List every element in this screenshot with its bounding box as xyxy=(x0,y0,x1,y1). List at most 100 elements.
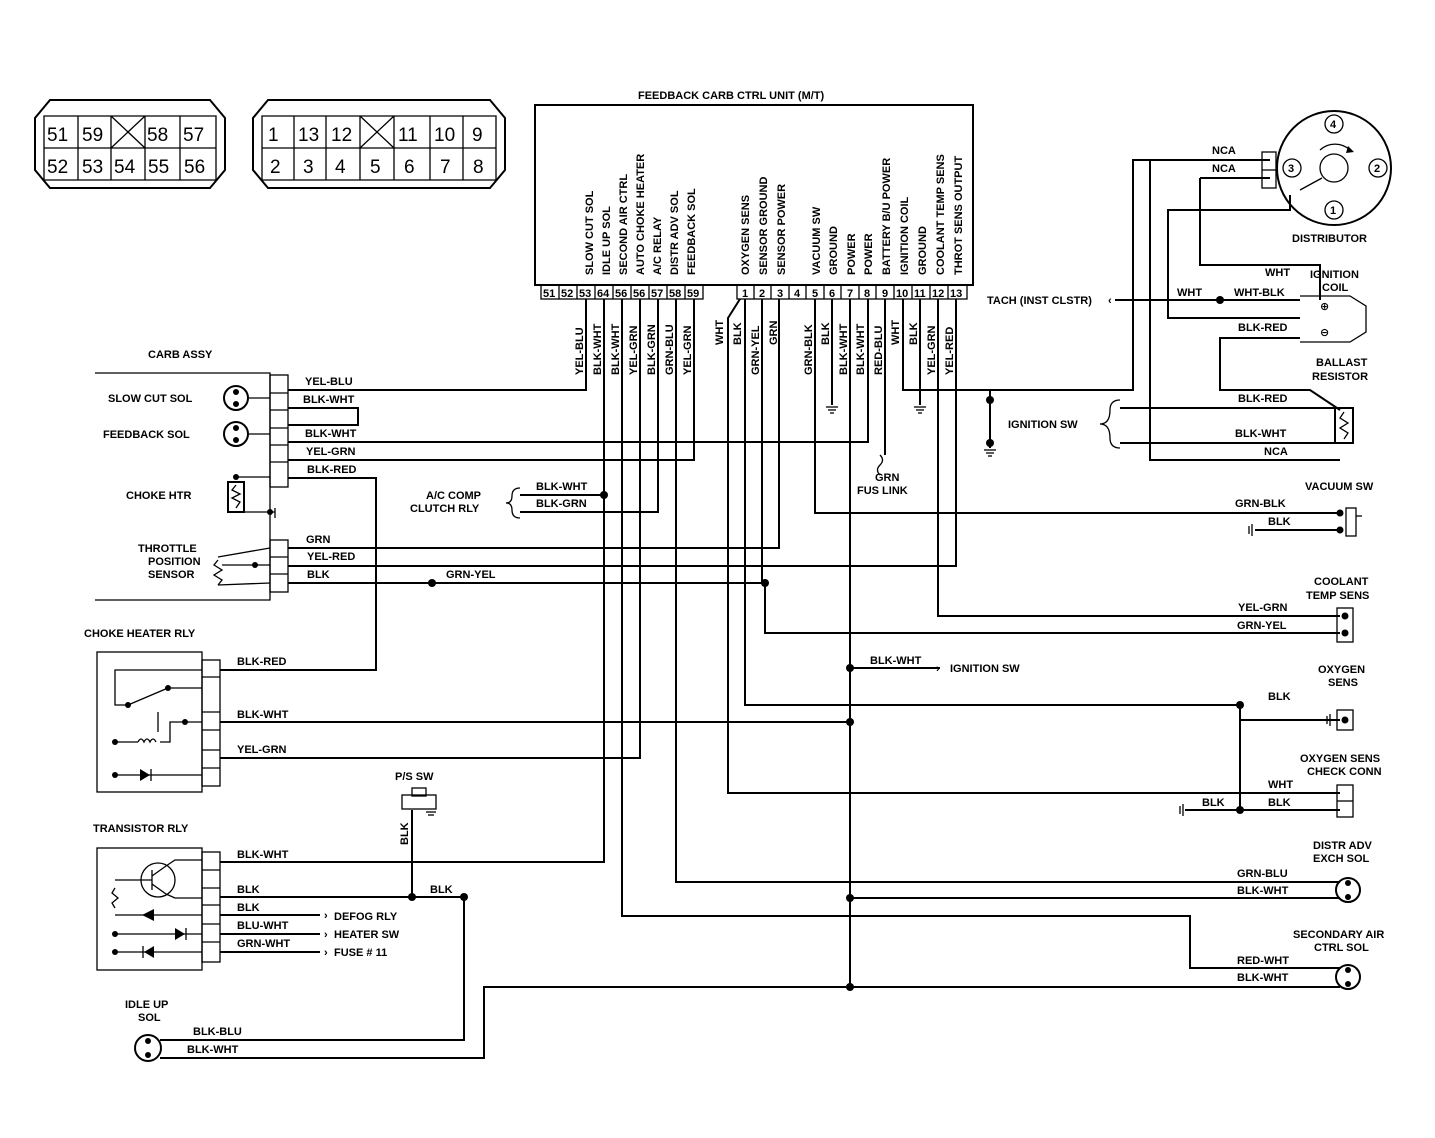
carb-title: CARB ASSY xyxy=(148,349,213,361)
fus-link: GRN FUS LINK xyxy=(857,454,908,497)
ecu-pin: 4 xyxy=(794,288,801,300)
position-label: POSITION xyxy=(148,556,201,568)
ecu-func-label: GROUND xyxy=(828,226,840,275)
conn-b-pin: 12 xyxy=(331,125,352,146)
ecu-pin: 7 xyxy=(847,288,853,300)
ballast-title: BALLAST xyxy=(1316,357,1368,369)
vacuum-sw: VACUUM SW GRN-BLK BLK xyxy=(1235,481,1374,537)
conn-b-pin: 2 xyxy=(270,157,281,178)
ecu-func-label: VACUUM SW xyxy=(811,206,823,275)
ign-coil-title: IGNITION xyxy=(1310,269,1359,281)
conn-b-pin: 13 xyxy=(298,125,319,146)
coolant-title: TEMP SENS xyxy=(1306,590,1369,602)
ecu-pin: 52 xyxy=(561,288,573,300)
ecu-pin: 58 xyxy=(669,288,681,300)
wire-label: GRN-YEL xyxy=(750,325,762,375)
oxygen-check-title: OXYGEN SENS xyxy=(1300,753,1380,765)
wire-label: BLK xyxy=(908,322,920,345)
wire-label: BLK xyxy=(1268,797,1291,809)
wire-label: GRN xyxy=(768,321,780,346)
arrow-icon: › xyxy=(324,929,328,941)
conn-b-pin: 10 xyxy=(434,125,455,146)
wire-label: WHT xyxy=(1268,779,1293,791)
wire-label: GRN-BLU xyxy=(1237,868,1288,880)
feedback-carb-ctrl-unit: FEEDBACK CARB CTRL UNIT (M/T) 51 52 53 6… xyxy=(534,90,974,300)
wire-label: WHT-BLK xyxy=(1234,287,1285,299)
wire-label: BLK xyxy=(1268,691,1291,703)
wire-label: BLK xyxy=(430,884,453,896)
wire-label: YEL-RED xyxy=(944,327,956,375)
secondary-air-title: SECONDARY AIR xyxy=(1293,929,1384,941)
arrow-icon: ‹ xyxy=(1108,295,1112,307)
wire-label: BLK-RED xyxy=(237,656,287,668)
conn-a-pin: 51 xyxy=(47,125,68,146)
wire-label: BLK-WHT xyxy=(536,481,588,493)
oxygen-check-title: CHECK CONN xyxy=(1307,766,1382,778)
ballast-resistor: BALLAST RESISTOR BLK-RED BLK-WHT NCA xyxy=(1235,357,1368,458)
sensor-label: SENSOR xyxy=(148,569,195,581)
wire-label: WHT xyxy=(890,320,902,345)
wire-label: BLK xyxy=(237,884,260,896)
secondary-air-title: CTRL SOL xyxy=(1314,942,1369,954)
idle-up-sol: IDLE UP SOL BLK-BLU BLK-WHT xyxy=(125,999,242,1062)
wiring-lines xyxy=(160,159,1341,1059)
idle-up-title: IDLE UP xyxy=(125,999,168,1011)
conn-a-pin: 55 xyxy=(148,157,169,178)
ecu-func-label: OXYGEN SENS xyxy=(740,195,752,275)
wire-label: GRN-YEL xyxy=(446,569,496,581)
conn-b-pin: 9 xyxy=(472,125,483,146)
ecu-pin: 11 xyxy=(914,288,926,300)
conn-b-pin: 7 xyxy=(440,157,451,178)
wire-label: BLK xyxy=(237,902,260,914)
tach-label: TACH (INST CLSTR) xyxy=(987,295,1092,307)
wire-label: GRN-BLK xyxy=(803,324,815,375)
wire-label: BLK-WHT xyxy=(305,428,357,440)
conn-b-pin: 3 xyxy=(303,157,314,178)
ecu-func-label: POWER xyxy=(846,233,858,275)
wire-label: YEL-GRN xyxy=(1238,602,1288,614)
wire-label: GRN-BLK xyxy=(1235,498,1286,510)
oxygen-title: OXYGEN xyxy=(1318,664,1365,676)
wire-label: BLK xyxy=(820,322,832,345)
wire-label: BLK-WHT xyxy=(1237,885,1289,897)
idle-up-title: SOL xyxy=(138,1012,161,1024)
wire-label: WHT xyxy=(1265,267,1290,279)
dist-terminal: 1 xyxy=(1330,205,1336,217)
ecu-func-label: THROT SENS OUTPUT xyxy=(953,156,965,275)
ecu-pin: 2 xyxy=(759,288,765,300)
tach: TACH (INST CLSTR) ‹ xyxy=(987,295,1112,307)
arrow-icon: › xyxy=(324,910,328,922)
ac-label: A/C COMP xyxy=(426,490,481,502)
wire-label: YEL-GRN xyxy=(306,446,356,458)
ignition-sw-2: BLK-WHT › IGNITION SW xyxy=(870,655,1020,675)
transistor-rly: TRANSISTOR RLY BLK-WHT BLK BLK BLU-WHT G… xyxy=(93,823,453,971)
ballast-title: RESISTOR xyxy=(1312,371,1368,383)
wire-label: BLK-WHT xyxy=(610,323,622,375)
distributor: 4 3 2 1 DISTRIBUTOR NCA NCA xyxy=(1212,110,1392,245)
ecu-func-label: IDLE UP SOL xyxy=(601,206,613,275)
ac-label: CLUTCH RLY xyxy=(410,503,480,515)
conn-b-pin: 8 xyxy=(473,157,484,178)
conn-b-pin: 11 xyxy=(398,125,418,146)
distr-adv-title: EXCH SOL xyxy=(1313,853,1370,865)
ignition-sw-label: IGNITION SW xyxy=(1008,419,1078,431)
wire-label: YEL-RED xyxy=(307,551,355,563)
coolant-temp-sens: COOLANT TEMP SENS YEL-GRN GRN-YEL xyxy=(1237,576,1369,643)
ecu-pin: 13 xyxy=(950,288,962,300)
wire-label: BLK xyxy=(399,822,411,845)
wire-label: BLK-WHT xyxy=(870,655,922,667)
wire-label: BLK-RED xyxy=(1238,393,1288,405)
oxygen-sens: OXYGEN SENS BLK xyxy=(1268,664,1365,731)
ps-sw-title: P/S SW xyxy=(395,771,434,783)
conn-a-pin: 58 xyxy=(147,125,168,146)
wire-label: BLK-GRN xyxy=(646,324,658,375)
wire-label: BLK-WHT xyxy=(303,394,355,406)
dist-terminal: 4 xyxy=(1330,119,1337,131)
wire-label: NCA xyxy=(1264,446,1288,458)
fus-link-label: FUS LINK xyxy=(857,485,908,497)
ecu-func-label: GROUND xyxy=(917,226,929,275)
ecu-pin: 9 xyxy=(882,288,888,300)
ecu-func-label: COOLANT TEMP SENS xyxy=(935,154,947,275)
wire-label: BLK-WHT xyxy=(237,709,289,721)
wire-label: WHT xyxy=(714,320,726,345)
